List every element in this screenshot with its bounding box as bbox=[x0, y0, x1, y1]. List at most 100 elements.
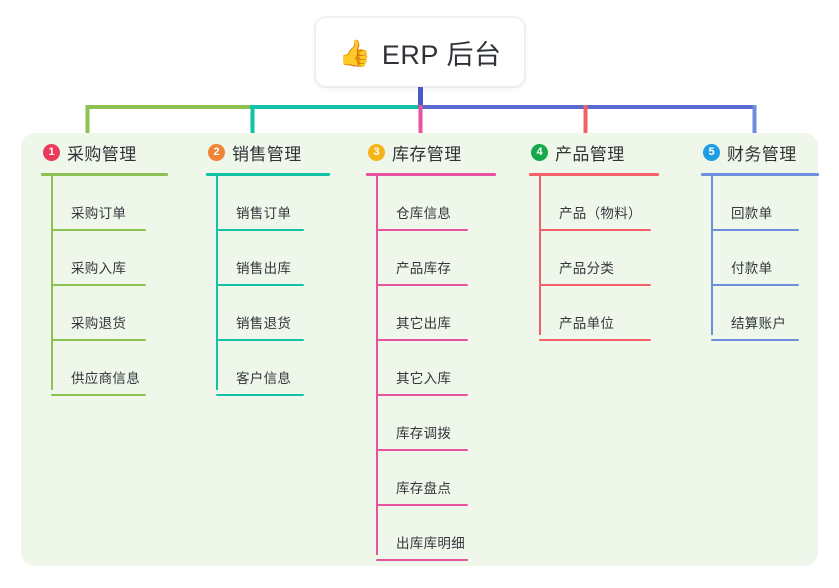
branch-item-label: 客户信息 bbox=[236, 371, 292, 386]
branch-item-label: 出库库明细 bbox=[396, 536, 465, 551]
branch-item-underline bbox=[376, 229, 468, 231]
branch-item-label: 库存调拨 bbox=[396, 426, 452, 441]
branch-item[interactable]: 供应商信息 bbox=[51, 341, 168, 396]
root-title-inner: 👍 ERP 后台 bbox=[339, 33, 502, 72]
branch-item-underline bbox=[711, 229, 799, 231]
branch-item-underline bbox=[539, 229, 651, 231]
branch-column-3[interactable]: 3 库存管理仓库信息产品库存其它出库其它入库库存调拨库存盘点出库库明细 bbox=[366, 133, 496, 561]
branch-item-underline bbox=[376, 559, 468, 561]
branch-item[interactable]: 仓库信息 bbox=[376, 176, 496, 231]
branch-item-underline bbox=[216, 284, 304, 286]
branch-badge-4: 4 bbox=[531, 143, 548, 161]
branch-item-label: 付款单 bbox=[731, 261, 773, 276]
branch-header-3[interactable]: 3 库存管理 bbox=[366, 133, 496, 171]
branch-badge-5: 5 bbox=[703, 143, 720, 161]
branch-item-underline bbox=[51, 284, 146, 286]
branch-item[interactable]: 其它入库 bbox=[376, 341, 496, 396]
branch-spine-4 bbox=[539, 176, 541, 335]
branch-item[interactable]: 产品分类 bbox=[539, 231, 659, 286]
branch-rule-5 bbox=[701, 173, 819, 176]
branch-item[interactable]: 付款单 bbox=[711, 231, 819, 286]
branch-spine-3 bbox=[376, 176, 378, 555]
branch-item[interactable]: 库存调拨 bbox=[376, 396, 496, 451]
branch-item-label: 采购退货 bbox=[71, 316, 127, 331]
branch-item-underline bbox=[376, 284, 468, 286]
root-title-card[interactable]: 👍 ERP 后台 bbox=[315, 17, 525, 87]
branch-item-label: 回款单 bbox=[731, 206, 773, 221]
branch-item-underline bbox=[376, 394, 468, 396]
branch-items-1: 采购订单采购入库采购退货供应商信息 bbox=[51, 176, 168, 396]
branch-item[interactable]: 产品（物料） bbox=[539, 176, 659, 231]
branch-badge-2: 2 bbox=[208, 143, 225, 161]
branch-item-underline bbox=[539, 284, 651, 286]
branch-title-4: 产品管理 bbox=[555, 144, 625, 164]
branch-item-underline bbox=[376, 504, 468, 506]
branch-rule-3 bbox=[366, 173, 496, 176]
branch-item[interactable]: 产品库存 bbox=[376, 231, 496, 286]
branch-item[interactable]: 采购订单 bbox=[51, 176, 168, 231]
branch-rule-2 bbox=[206, 173, 330, 176]
branch-item-label: 销售订单 bbox=[236, 206, 292, 221]
branch-header-5[interactable]: 5 财务管理 bbox=[701, 133, 819, 171]
branch-spine-1 bbox=[51, 176, 53, 390]
branch-item-label: 产品单位 bbox=[559, 316, 615, 331]
branch-items-4: 产品（物料） 产品分类产品单位 bbox=[539, 176, 659, 341]
branch-item-underline bbox=[376, 449, 468, 451]
branch-rule-4 bbox=[529, 173, 659, 176]
branch-badge-1: 1 bbox=[43, 143, 60, 161]
branch-item[interactable]: 销售订单 bbox=[216, 176, 330, 231]
branch-spine-5 bbox=[711, 176, 713, 335]
branch-item[interactable]: 出库库明细 bbox=[376, 506, 496, 561]
thumbs-up-icon: 👍 bbox=[338, 38, 371, 68]
branch-item-underline bbox=[539, 339, 651, 341]
content-panel bbox=[21, 133, 818, 566]
branch-item[interactable]: 回款单 bbox=[711, 176, 819, 231]
branch-title-2: 销售管理 bbox=[232, 144, 302, 164]
branch-items-3: 仓库信息产品库存其它出库其它入库库存调拨库存盘点出库库明细 bbox=[376, 176, 496, 561]
branch-item-underline bbox=[216, 394, 304, 396]
branch-item[interactable]: 采购入库 bbox=[51, 231, 168, 286]
branch-title-3: 库存管理 bbox=[392, 144, 462, 164]
branch-item[interactable]: 采购退货 bbox=[51, 286, 168, 341]
branch-item-underline bbox=[51, 394, 146, 396]
branch-item-underline bbox=[51, 339, 146, 341]
branch-item-label: 产品分类 bbox=[559, 261, 615, 276]
branch-item-label: 仓库信息 bbox=[396, 206, 452, 221]
branch-column-5[interactable]: 5 财务管理回款单付款单结算账户 bbox=[701, 133, 819, 341]
branch-item[interactable]: 销售出库 bbox=[216, 231, 330, 286]
branch-item-label: 结算账户 bbox=[731, 316, 787, 331]
branch-item-label: 采购入库 bbox=[71, 261, 127, 276]
branch-item[interactable]: 产品单位 bbox=[539, 286, 659, 341]
branch-item[interactable]: 库存盘点 bbox=[376, 451, 496, 506]
branch-items-5: 回款单付款单结算账户 bbox=[711, 176, 819, 341]
branch-item-label: 产品库存 bbox=[396, 261, 452, 276]
branch-item[interactable]: 客户信息 bbox=[216, 341, 330, 396]
branch-badge-3: 3 bbox=[368, 143, 385, 161]
branch-spine-2 bbox=[216, 176, 218, 390]
branch-item-label: 销售出库 bbox=[236, 261, 292, 276]
branch-column-4[interactable]: 4 产品管理产品（物料） 产品分类产品单位 bbox=[529, 133, 659, 341]
branch-item-label: 其它出库 bbox=[396, 316, 452, 331]
branch-item-underline bbox=[376, 339, 468, 341]
branch-column-2[interactable]: 2 销售管理销售订单销售出库销售退货客户信息 bbox=[206, 133, 330, 396]
branch-title-5: 财务管理 bbox=[727, 144, 797, 164]
branch-items-2: 销售订单销售出库销售退货客户信息 bbox=[216, 176, 330, 396]
branch-item-label: 供应商信息 bbox=[71, 371, 140, 386]
branch-item-label: 库存盘点 bbox=[396, 481, 452, 496]
branch-item-label: 采购订单 bbox=[71, 206, 127, 221]
branch-header-2[interactable]: 2 销售管理 bbox=[206, 133, 330, 171]
branch-item-underline bbox=[51, 229, 146, 231]
branch-item-underline bbox=[711, 284, 799, 286]
branch-item[interactable]: 销售退货 bbox=[216, 286, 330, 341]
branch-rule-1 bbox=[41, 173, 168, 176]
branch-item-label: 产品（物料） bbox=[559, 206, 642, 221]
branch-item-underline bbox=[216, 229, 304, 231]
branch-item[interactable]: 结算账户 bbox=[711, 286, 819, 341]
branch-item[interactable]: 其它出库 bbox=[376, 286, 496, 341]
root-title-label: ERP 后台 bbox=[381, 39, 502, 70]
branch-header-4[interactable]: 4 产品管理 bbox=[529, 133, 659, 171]
